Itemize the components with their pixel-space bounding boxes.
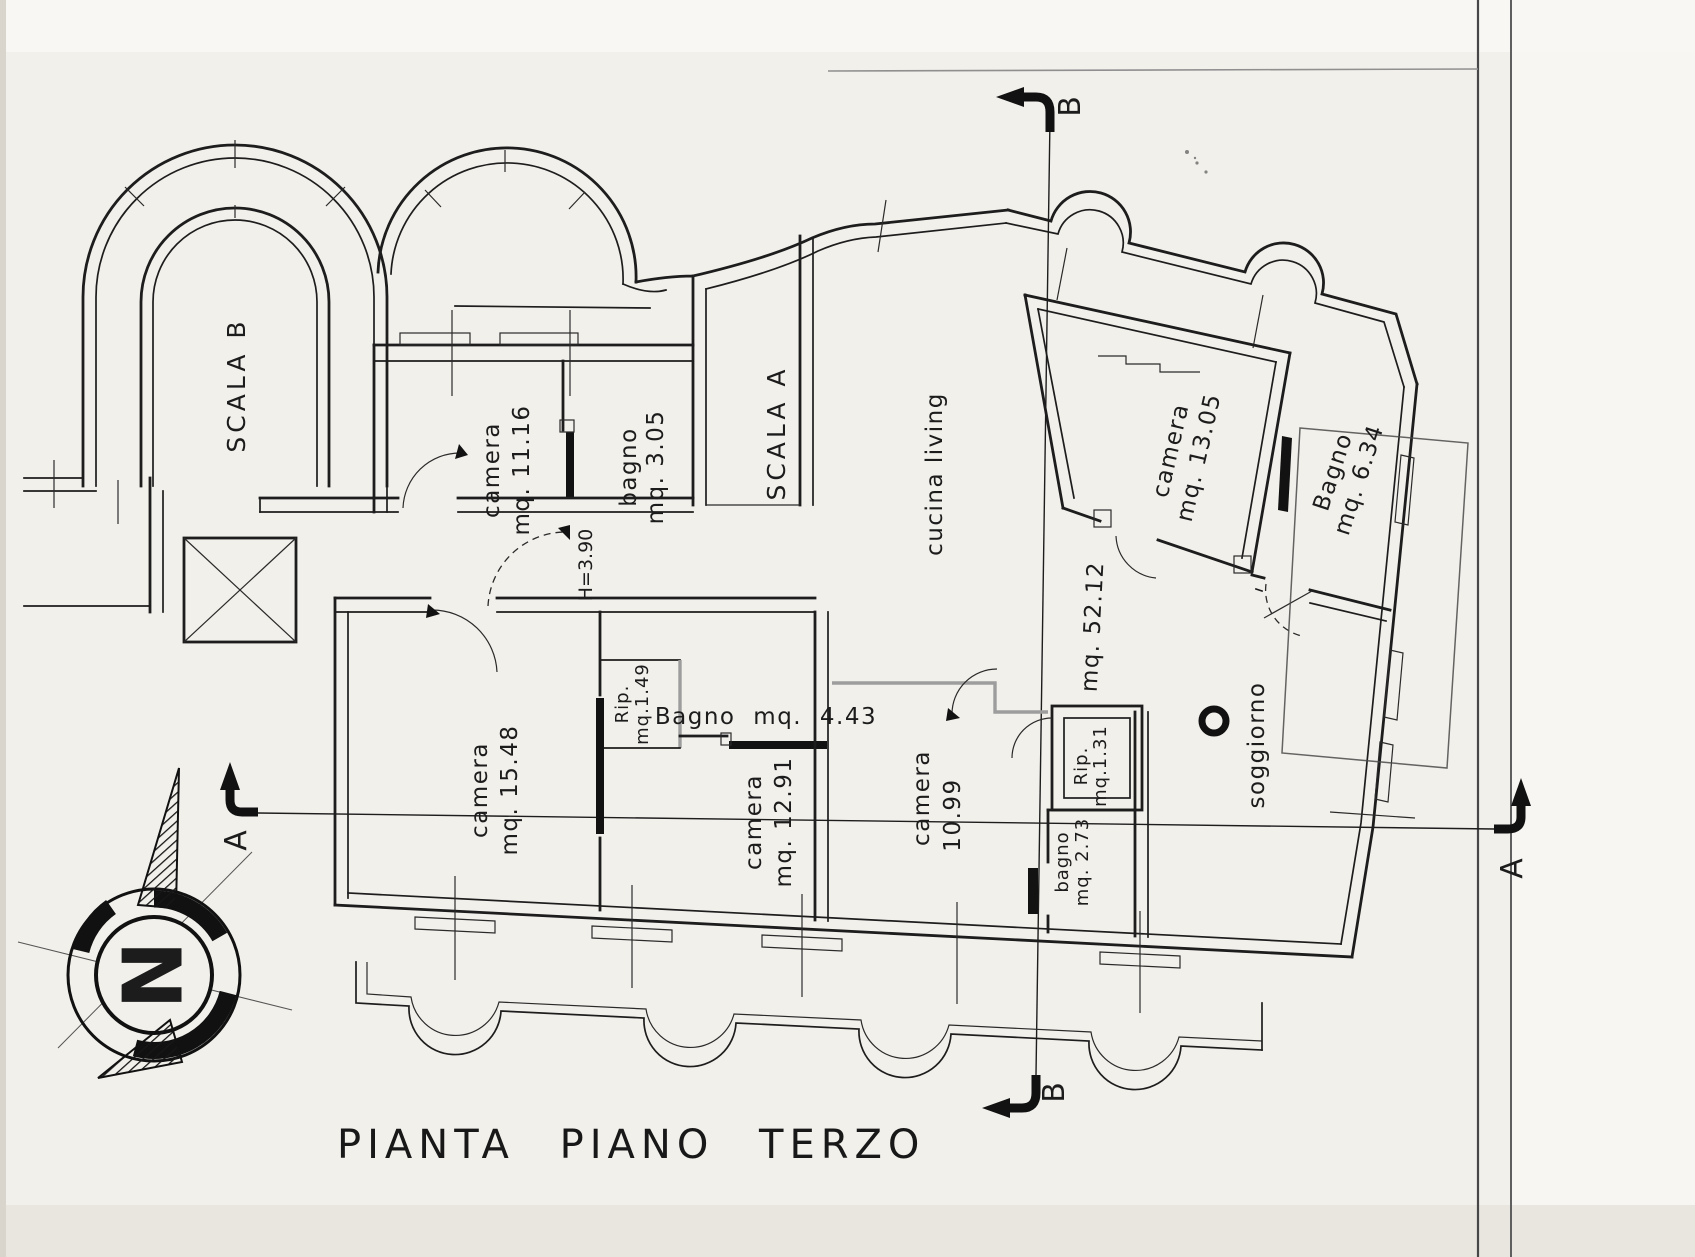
label-camera1291-area: mq. 12.91 — [771, 757, 797, 888]
terrace-outline — [1281, 427, 1469, 769]
label-scala-b: SCALA B — [222, 317, 251, 452]
bottom-middle-rooms — [832, 668, 1149, 938]
scan-border-lines — [827, 0, 1512, 1257]
column — [1198, 705, 1230, 737]
section-lines — [257, 117, 1495, 1076]
scan-speckles — [1185, 150, 1208, 174]
label-camera1291-name: camera — [741, 774, 767, 870]
label-rip131-area: mq.1.31 — [1090, 725, 1111, 807]
camera-1305-block — [1023, 293, 1292, 579]
scalloped-balcony — [355, 961, 1263, 1091]
north-compass-icon: N — [17, 767, 293, 1079]
section-label-a-right: A — [1495, 857, 1530, 879]
label-rip131-name: Rip. — [1071, 747, 1092, 786]
label-bagno305-area: mq. 3.05 — [643, 410, 669, 525]
section-arrow-b-bottom-icon — [982, 1075, 1041, 1118]
corridor-elevator — [23, 476, 817, 673]
elevator-shaft — [182, 536, 298, 644]
label-bagno443: Bagno mq. 4.43 — [655, 704, 877, 730]
compass-north-label: N — [107, 941, 202, 1010]
label-camera1548-area: mq. 15.48 — [497, 725, 523, 856]
label-soggiorno-name: soggiorno — [1244, 682, 1270, 809]
label-camera1099-area: 10.99 — [940, 778, 966, 851]
section-line-b — [1035, 117, 1051, 1076]
rip149-bagno443 — [599, 659, 827, 749]
section-arrow-a-left-icon — [220, 762, 258, 817]
page-title: PIANTA PIANO TERZO — [337, 1122, 925, 1168]
label-camera1116-area: mq. 11.16 — [509, 405, 535, 536]
label-camera1548-name: camera — [467, 742, 493, 838]
scala-a-walls — [634, 199, 1010, 507]
section-arrow-a-right-icon — [1494, 778, 1531, 834]
soggiorno-details — [1098, 355, 1230, 737]
bottom-left-rooms — [333, 596, 829, 922]
section-arrow-b-top-icon — [996, 87, 1055, 132]
bagno-634-right-wall — [1250, 382, 1419, 959]
label-bagno273-area: mq. 2.73 — [1072, 818, 1093, 906]
courtyard-arch — [376, 146, 668, 309]
label-bagno273-name: bagno — [1052, 831, 1073, 892]
camera-bagno-block — [372, 310, 695, 514]
section-markers: A A B B — [219, 87, 1531, 1118]
label-camera1116-name: camera — [479, 422, 505, 518]
section-label-b-top: B — [1053, 95, 1088, 117]
label-scala-a: SCALA A — [762, 365, 791, 500]
section-label-b-bottom: B — [1037, 1081, 1072, 1103]
label-height-note: H=3.90 — [575, 529, 597, 602]
top-right-facade — [1004, 190, 1419, 389]
label-camera1099-name: camera — [909, 750, 935, 846]
label-rip149-area: mq.1.49 — [632, 663, 653, 745]
south-facade — [333, 876, 1354, 1013]
label-rip149-name: Rip. — [612, 685, 633, 724]
label-bagno305-name: bagno — [616, 427, 642, 506]
label-cucina-living: cucina living — [922, 392, 948, 556]
scala-b-arch — [23, 140, 389, 508]
section-label-a-left: A — [219, 829, 254, 851]
section-line-a — [257, 812, 1495, 830]
